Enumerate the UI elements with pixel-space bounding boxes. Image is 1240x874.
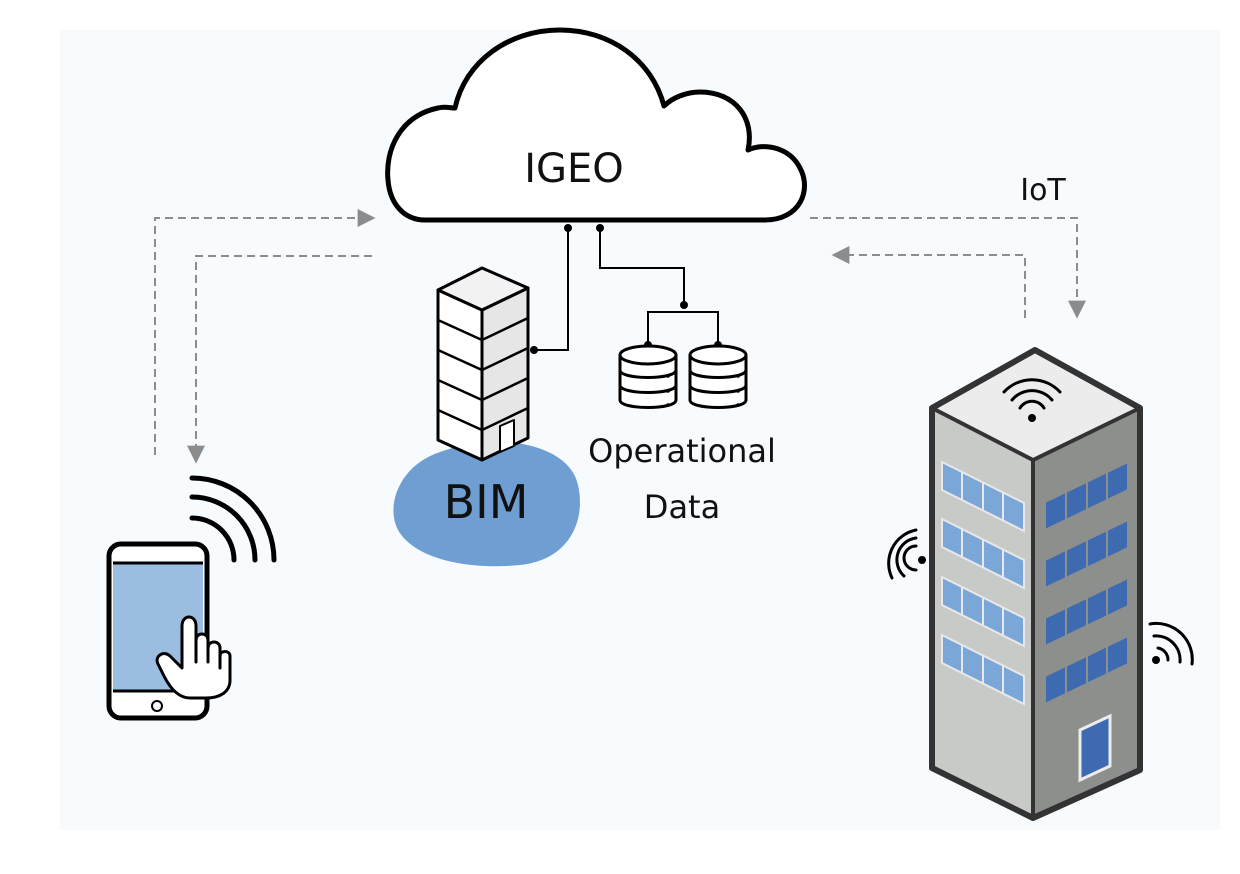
wifi-signal-icon	[1028, 414, 1036, 422]
connector-node	[564, 224, 572, 232]
cloud-icon	[385, 27, 807, 223]
wifi-signal-icon	[1148, 621, 1194, 666]
database-connector	[599, 228, 719, 345]
wifi-signal-icon	[918, 556, 926, 564]
bim-blob	[393, 441, 580, 567]
operational-data-label: Operational	[588, 432, 776, 470]
phone-uplink-arrow	[154, 209, 376, 455]
building-icon	[929, 347, 1143, 821]
wifi-signal-icon	[1002, 378, 1062, 410]
iot-downlink-arrow	[810, 217, 1086, 319]
connector-node	[530, 346, 538, 354]
server-tower-icon	[436, 266, 530, 462]
wifi-signal-icon	[887, 528, 918, 580]
wifi-signal-icon	[1152, 656, 1160, 664]
iot-uplink-arrow	[831, 246, 1026, 318]
cloud-label: IGEO	[524, 146, 624, 192]
bim-label: BIM	[444, 475, 529, 529]
operational-data-label: Data	[644, 488, 720, 526]
server-connector	[534, 228, 569, 351]
connector-node	[680, 301, 688, 309]
iot-label: IoT	[1020, 173, 1066, 208]
wifi-signal-icon	[189, 475, 277, 563]
phone-downlink-arrow	[187, 255, 372, 464]
database-icon	[618, 344, 748, 409]
connector-node	[596, 224, 604, 232]
pointing-hand-icon	[155, 615, 232, 700]
